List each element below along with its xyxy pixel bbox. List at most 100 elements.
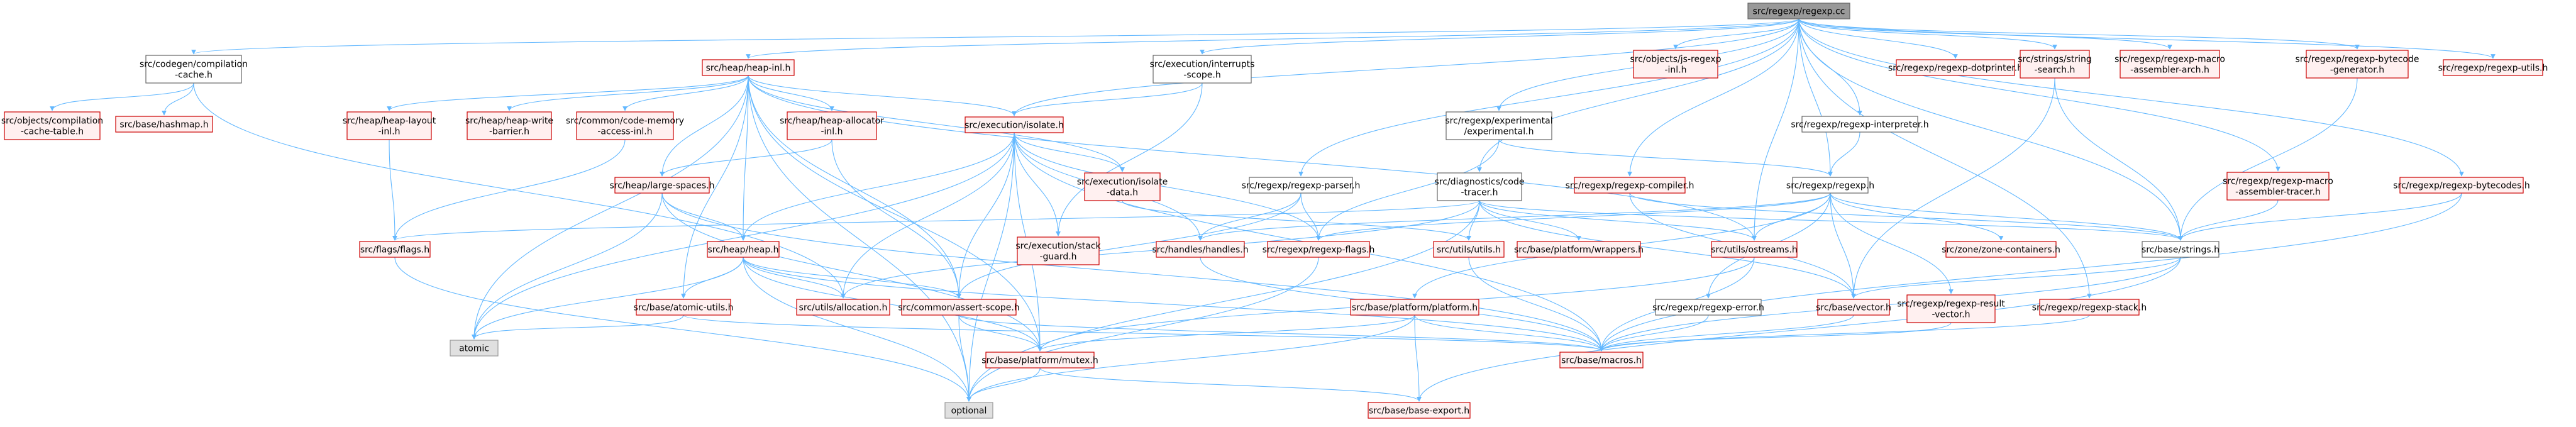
node-codegen-cache[interactable]: src/codegen/compilation-cache.h	[140, 55, 248, 84]
node-box	[1017, 236, 1100, 265]
node-atomic-utils[interactable]: src/base/atomic-utils.h	[634, 299, 734, 316]
node-label: src/common/code-memory	[566, 116, 684, 126]
node-zone[interactable]: src/zone/zone-containers.h	[1942, 241, 2060, 258]
node-label: src/objects/js-regexp	[1630, 55, 1721, 65]
edge-root-to-code-tracer	[1477, 18, 1799, 172]
node-label: src/regexp/regexp-error.h	[1652, 303, 1764, 313]
node-heap-inl[interactable]: src/heap/heap-inl.h	[702, 59, 795, 76]
node-regexp-error[interactable]: src/regexp/regexp-error.h	[1652, 299, 1764, 316]
edge-heap-inl-to-heap-layout	[387, 75, 749, 111]
node-isolate-data[interactable]: src/execution/isolate-data.h	[1077, 172, 1168, 201]
node-macro-arch[interactable]: src/regexp/regexp-macro-assembler-arch.h	[2114, 50, 2225, 79]
node-box	[1817, 299, 1890, 316]
node-regexp-stack[interactable]: src/regexp/regexp-stack.h	[2032, 299, 2147, 316]
edge-root-to-regexp-utils	[1798, 18, 2496, 59]
node-handles[interactable]: src/handles/handles.h	[1152, 241, 1249, 258]
node-platform[interactable]: src/base/platform/platform.h	[1350, 299, 1479, 316]
edge-isolate-to-allocation	[841, 132, 1015, 299]
node-heap-layout[interactable]: src/heap/heap-layout-inl.h	[343, 111, 436, 140]
node-experimental[interactable]: src/regexp/experimental/experimental.h	[1445, 111, 1553, 140]
edge-platform-to-mutex	[1037, 314, 1415, 352]
node-label: src/regexp/regexp-dotprinter.h	[1888, 64, 2023, 74]
node-ostreams[interactable]: src/utils/ostreams.h	[1711, 241, 1798, 258]
node-parser[interactable]: src/regexp/regexp-parser.h	[1242, 177, 1361, 194]
node-dotprinter[interactable]: src/regexp/regexp-dotprinter.h	[1888, 59, 2023, 76]
node-label: src/regexp/regexp.cc	[1753, 7, 1845, 17]
node-mutex[interactable]: src/base/platform/mutex.h	[981, 352, 1098, 369]
node-box	[2142, 241, 2219, 258]
node-string-search[interactable]: src/strings/string-search.h	[2018, 50, 2092, 79]
node-utils[interactable]: src/utils/utils.h	[1433, 241, 1505, 258]
node-bytecodes[interactable]: src/regexp/regexp-bytecodes.h	[2393, 177, 2530, 194]
node-result-vector[interactable]: src/regexp/regexp-result-vector.h	[1897, 294, 2005, 323]
edge-heap-inl-to-ostreams	[748, 75, 1757, 241]
edge-platform-to-base-export	[1414, 314, 1422, 402]
node-label: src/heap/heap.h	[707, 245, 778, 255]
node-box	[1711, 241, 1798, 258]
node-large-spaces[interactable]: src/heap/large-spaces.h	[609, 177, 715, 194]
node-heap-h[interactable]: src/heap/heap.h	[707, 241, 780, 258]
node-box	[2399, 177, 2524, 194]
node-allocation[interactable]: src/utils/allocation.h	[796, 299, 890, 316]
node-vector[interactable]: src/base/vector.h	[1816, 299, 1891, 316]
node-stack-guard[interactable]: src/execution/stack-guard.h	[1015, 236, 1102, 265]
node-box	[576, 111, 674, 140]
node-base-export[interactable]: src/base/base-export.h	[1368, 402, 1471, 419]
node-label: atomic	[459, 344, 489, 354]
node-code-memory[interactable]: src/common/code-memory-access-inl.h	[566, 111, 684, 140]
node-regexp-utils[interactable]: src/regexp/regexp-utils.h	[2438, 59, 2548, 76]
edge-regexp-stack-to-macros	[1599, 314, 2090, 352]
edge-code-tracer-to-flags	[392, 200, 1480, 241]
edge-result-vector-to-macros	[1599, 322, 1952, 352]
node-interpreter[interactable]: src/regexp/regexp-interpreter.h	[1791, 116, 1929, 133]
edge-heap-alloc-to-large-spaces	[660, 139, 832, 177]
node-assert-scope[interactable]: src/common/assert-scope.h	[898, 299, 1020, 316]
edge-assert-scope-to-mutex	[958, 314, 1042, 352]
node-interrupts[interactable]: src/execution/interrupts-scope.h	[1150, 55, 1255, 84]
edge-root-to-interpreter	[1798, 18, 1862, 116]
node-isolate[interactable]: src/execution/isolate.h	[965, 116, 1064, 133]
node-label: src/common/assert-scope.h	[898, 303, 1019, 313]
node-box	[145, 55, 242, 84]
node-flags[interactable]: src/flags/flags.h	[359, 241, 431, 258]
node-box	[1574, 177, 1686, 194]
node-macros[interactable]: src/base/macros.h	[1559, 352, 1644, 369]
node-label: src/heap/heap-inl.h	[706, 64, 791, 74]
node-label: src/regexp/regexp-stack.h	[2032, 303, 2147, 313]
node-compiler[interactable]: src/regexp/regexp-compiler.h	[1566, 177, 1694, 194]
node-box	[1156, 241, 1245, 258]
node-code-tracer[interactable]: src/diagnostics/code-tracer.h	[1435, 172, 1525, 201]
node-bytecode-gen[interactable]: src/regexp/regexp-bytecode-generator.h	[2296, 50, 2419, 79]
edge-isolate-to-stack-guard	[1014, 132, 1061, 236]
edge-regexp-h-to-vector	[1830, 192, 1856, 299]
edge-heap-inl-to-heap-write	[507, 75, 749, 111]
node-label: -tracer.h	[1461, 188, 1498, 198]
node-label: -access-inl.h	[597, 127, 652, 137]
node-box	[4, 111, 101, 140]
node-regexp-h[interactable]: src/regexp/regexp.h	[1786, 177, 1874, 194]
node-regexp-flags[interactable]: src/regexp/regexp-flags.h	[1263, 241, 1375, 258]
node-macro-tracer[interactable]: src/regexp/regexp-macro-assembler-tracer…	[2223, 172, 2333, 201]
edge-heap-h-to-mutex	[743, 257, 1042, 352]
edge-string-search-to-strings	[2054, 77, 2183, 241]
edge-heap-inl-to-optional	[748, 75, 971, 402]
node-heap-write[interactable]: src/heap/heap-write-barrier.h	[465, 111, 553, 140]
edge-regexp-h-to-result-vector	[1830, 192, 1954, 294]
node-wrappers[interactable]: src/base/platform/wrappers.h	[1514, 241, 1644, 258]
node-box	[1945, 241, 2057, 258]
node-box	[702, 59, 795, 76]
edge-parser-to-regexp-flags	[1300, 192, 1321, 241]
edge-root-to-codegen-cache	[191, 18, 1799, 55]
node-hashmap[interactable]: src/base/hashmap.h	[115, 116, 213, 133]
node-atomic: atomic	[450, 340, 499, 357]
node-label: src/heap/heap-write	[465, 116, 553, 126]
node-heap-alloc[interactable]: src/heap/heap-allocator-inl.h	[780, 111, 884, 140]
edge-root-to-bytecode-gen	[1798, 18, 2360, 50]
node-js-regexp[interactable]: src/objects/js-regexp-inl.h	[1630, 50, 1722, 79]
node-box	[2120, 50, 2220, 79]
node-strings[interactable]: src/base/strings.h	[2142, 241, 2219, 258]
edge-heap-inl-to-atomic	[472, 75, 749, 340]
node-comp-table[interactable]: src/objects/compilation-cache-table.h	[1, 111, 103, 140]
edge-interpreter-to-regexp-h	[1828, 131, 1860, 177]
node-label: -guard.h	[1039, 252, 1076, 262]
